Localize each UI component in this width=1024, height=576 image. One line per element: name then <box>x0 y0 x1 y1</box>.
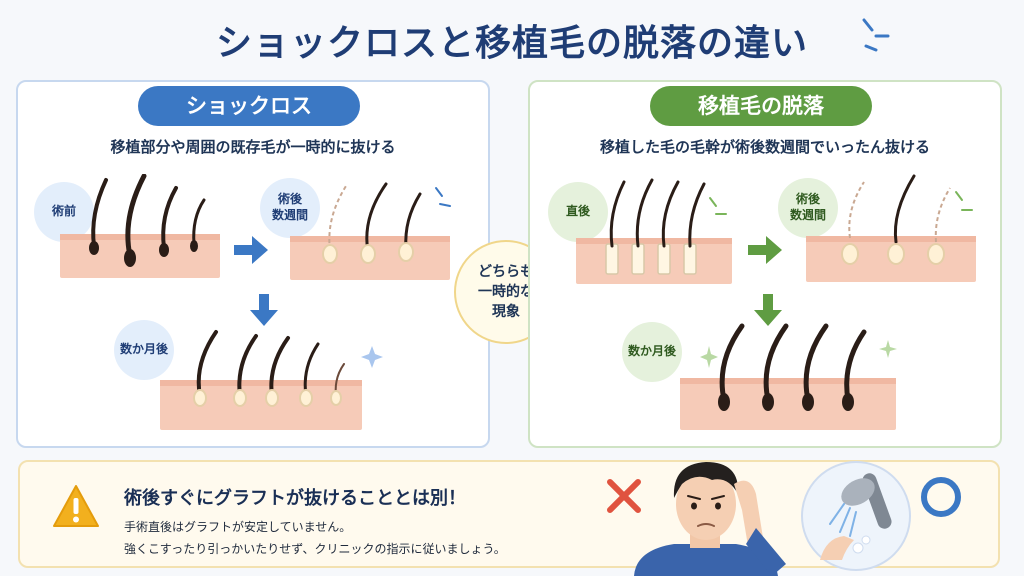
graft-shedding-heading: 移植毛の脱落 <box>650 86 872 126</box>
page-title: ショックロスと移植毛の脱落の違い <box>215 23 808 64</box>
center-line-1: どちらも <box>478 263 534 280</box>
shower-illustration <box>801 461 911 571</box>
stage-months-text: 数か月後 <box>119 342 168 357</box>
warning-title: 術後すぐにグラフトが抜けることとは別！ <box>124 488 466 509</box>
sparkle-icon <box>862 18 890 52</box>
skin-weeks-right-illustration <box>806 174 976 282</box>
skin-months-illustration <box>160 330 383 430</box>
cross-mark-icon <box>607 479 641 513</box>
center-line-2: 一時的な <box>478 283 534 300</box>
shock-loss-heading: ショックロス <box>138 86 360 126</box>
stage-just-after-text: 直後 <box>565 204 590 219</box>
sparkle-icon <box>700 346 718 368</box>
stage-before-label: 術前 <box>34 182 94 242</box>
circle-mark-icon <box>921 477 961 517</box>
skin-weeks-illustration <box>290 182 451 280</box>
skin-months-right-illustration <box>680 323 897 430</box>
worried-man-illustration <box>634 462 786 576</box>
stage-weeks-label: 術後数週間 <box>260 178 320 238</box>
stage-months-label-right: 数か月後 <box>622 322 682 382</box>
stage-months-right-text: 数か月後 <box>627 344 676 359</box>
warning-line-1: 手術直後はグラフトが安定していません。 <box>124 520 352 534</box>
graft-shedding-panel: 移植毛の脱落 移植した毛の毛幹が術後数週間でいったん抜ける 直後 術後数週間 <box>528 80 1002 448</box>
stage-weeks-right-text-2: 数週間 <box>789 208 826 222</box>
arrow-down-icon <box>754 294 782 326</box>
arrow-right-icon <box>234 236 268 264</box>
warning-line-2: 強くこすったり引っかいたりせず、クリニックの指示に従いましょう。 <box>124 542 506 556</box>
stage-weeks-text-2: 数週間 <box>271 208 308 222</box>
stage-weeks-label-right: 術後数週間 <box>778 178 838 238</box>
graft-shedding-subtitle: 移植した毛の毛幹が術後数週間でいったん抜ける <box>599 138 930 156</box>
stage-weeks-right-text-1: 術後 <box>795 192 820 207</box>
arrow-down-icon <box>250 294 278 326</box>
shock-loss-subtitle: 移植部分や周囲の既存毛が一時的に抜ける <box>110 138 396 156</box>
stage-months-label: 数か月後 <box>114 320 174 380</box>
stage-before-text: 術前 <box>51 204 76 219</box>
skin-just-after-illustration <box>576 178 732 284</box>
arrow-right-icon <box>748 236 782 264</box>
stage-weeks-text-1: 術後 <box>277 192 302 207</box>
shock-loss-panel: ショックロス 移植部分や周囲の既存毛が一時的に抜ける 術前 術後数週間 <box>16 80 490 448</box>
stage-just-after-label: 直後 <box>548 182 608 242</box>
center-line-3: 現象 <box>492 304 520 321</box>
skin-before-illustration <box>60 174 220 278</box>
warning-triangle-icon <box>53 485 99 527</box>
